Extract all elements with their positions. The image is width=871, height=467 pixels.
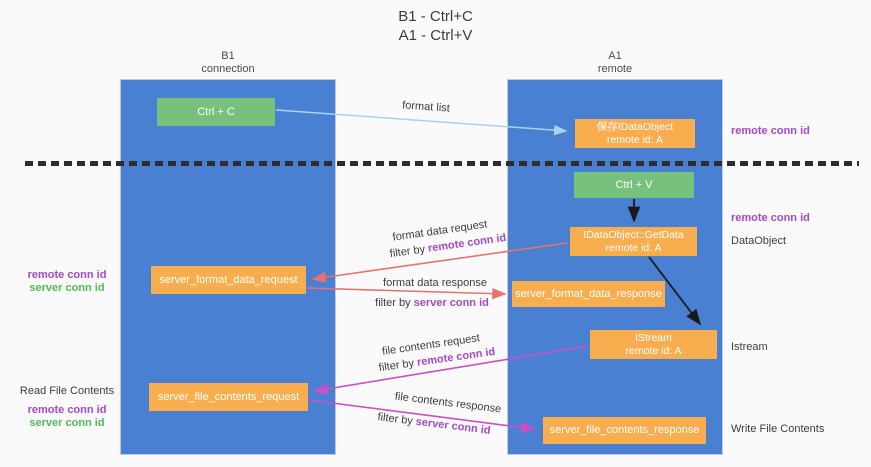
phase-separator-dashed-line bbox=[25, 161, 859, 166]
left-remote-conn-id-1: remote conn id bbox=[27, 269, 107, 281]
getdata-line1: IDataObject::GetData bbox=[583, 228, 684, 241]
filter-by-server-conn-id-2: filter by server conn id bbox=[377, 411, 491, 437]
getdata-line2: remote id: A bbox=[605, 241, 662, 254]
save-idataobject-node: 保存IDataObject remote id: A bbox=[575, 119, 695, 148]
lane-header-a1: A1 remote bbox=[507, 50, 723, 76]
lane-b1-subtitle: connection bbox=[201, 63, 255, 75]
save-idataobject-line1: 保存IDataObject bbox=[596, 120, 674, 133]
idataobject-getdata-node: IDataObject::GetData remote id: A bbox=[570, 227, 697, 256]
istream-side-label: Istream bbox=[731, 341, 768, 353]
dataobject-label: DataObject bbox=[731, 235, 787, 247]
ctrl-c-node: Ctrl + C bbox=[157, 98, 275, 126]
left-server-conn-id-2: server conn id bbox=[29, 417, 105, 429]
read-file-contents-label: Read File Contents bbox=[19, 385, 115, 397]
right-remote-conn-id-1: remote conn id bbox=[731, 125, 810, 137]
diagram-title: B1 - Ctrl+C A1 - Ctrl+V bbox=[0, 7, 871, 45]
ctrl-v-label: Ctrl + V bbox=[615, 178, 653, 191]
server-format-data-request-label: server_format_data_request bbox=[159, 273, 298, 286]
server-format-data-request-node: server_format_data_request bbox=[151, 266, 306, 294]
server-file-contents-request-node: server_file_contents_request bbox=[149, 383, 308, 411]
lane-a1-subtitle: remote bbox=[597, 63, 633, 75]
right-remote-conn-id-2: remote conn id bbox=[731, 212, 810, 224]
filter-key: server conn id bbox=[413, 297, 489, 309]
write-file-contents-label: Write File Contents bbox=[731, 423, 825, 435]
istream-line2: remote id: A bbox=[625, 344, 682, 357]
left-remote-conn-id-2: remote conn id bbox=[27, 404, 107, 416]
server-file-contents-response-node: server_file_contents_response bbox=[543, 417, 706, 444]
server-format-data-response-node: server_format_data_response bbox=[512, 281, 665, 307]
server-file-contents-request-label: server_file_contents_request bbox=[157, 390, 300, 403]
file-contents-response-label: file contents response bbox=[394, 390, 502, 416]
ctrl-v-node: Ctrl + V bbox=[574, 172, 694, 198]
server-file-contents-response-label: server_file_contents_response bbox=[549, 424, 700, 436]
title-line-1: B1 - Ctrl+C bbox=[398, 8, 473, 25]
save-idataobject-line2: remote id: A bbox=[606, 133, 664, 146]
istream-node: IStream remote id: A bbox=[590, 330, 717, 359]
lane-b1-name: B1 bbox=[221, 50, 235, 62]
filter-prefix: filter by bbox=[378, 356, 418, 375]
filter-prefix: filter by bbox=[375, 297, 414, 309]
lane-a1-name: A1 bbox=[608, 50, 622, 62]
filter-key: server conn id bbox=[415, 415, 492, 437]
server-format-data-response-label: server_format_data_response bbox=[515, 287, 662, 300]
ctrl-c-label: Ctrl + C bbox=[197, 105, 235, 118]
left-server-conn-id-1: server conn id bbox=[29, 282, 105, 294]
istream-line1: IStream bbox=[635, 331, 672, 344]
filter-prefix: filter by bbox=[389, 242, 429, 261]
format-data-response-label: format data response bbox=[383, 277, 487, 289]
filter-by-server-conn-id-1: filter by server conn id bbox=[375, 297, 489, 309]
lane-header-b1: B1 connection bbox=[120, 50, 336, 76]
format-list-label: format list bbox=[401, 99, 451, 115]
title-line-2: A1 - Ctrl+V bbox=[398, 27, 473, 44]
filter-prefix: filter by bbox=[376, 411, 417, 428]
